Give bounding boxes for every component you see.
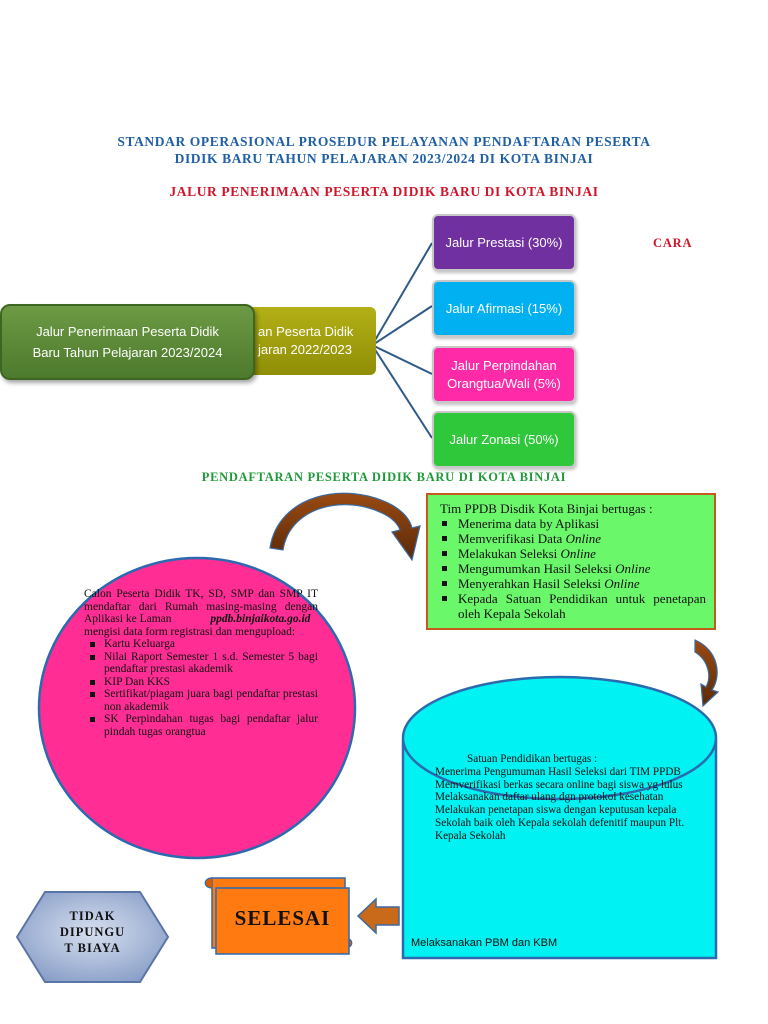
tim-ppdb-box: Tim PPDB Disdik Kota Binjai bertugas : M… — [426, 493, 716, 630]
route-perpindahan: Jalur Perpindahan Orangtua/Wali (5%) — [432, 346, 576, 403]
pendaftaran-title: PENDAFTARAN PESERTA DIDIK BARU DI KOTA B… — [201, 470, 567, 484]
jalur-section-title: JALUR PENERIMAAN PESERTA DIDIK BARU DI K… — [169, 184, 599, 199]
connector-perpindahan — [373, 345, 433, 375]
calon-url: ppdb.binjaikota.go.id — [210, 613, 311, 625]
tim-item: Menyerahkan Hasil Seleksi Online — [436, 576, 706, 591]
tim-item: Memverifikasi Data Online — [436, 531, 706, 546]
calon-item: Kartu Keluarga — [84, 638, 318, 651]
satuan-text: Satuan Pendidikan bertugas : Menerima Pe… — [435, 753, 707, 843]
jalur-2022-line-1: an Peserta Didik — [258, 324, 354, 339]
satuan-list: Menerima Pengumuman Hasil Seleksi dari T… — [435, 766, 707, 843]
page-title-line-1: STANDAR OPERASIONAL PROSEDUR PELAYANAN P… — [117, 134, 651, 149]
curve-arrow-icon — [694, 639, 720, 708]
satuan-heading: Satuan Pendidikan bertugas : — [467, 753, 598, 765]
connector-prestasi — [373, 242, 433, 343]
calon-intro-2: mengisi data form registrasi dan mengupl… — [84, 625, 296, 638]
tim-item: Mengumumkan Hasil Seleksi Online — [436, 561, 706, 576]
calon-item: SK Perpindahan tugas bagi pendaftar jalu… — [84, 713, 318, 738]
calon-item: Sertifikat/piagam juara bagi pendaftar p… — [84, 688, 318, 713]
connector-afirmasi — [373, 305, 433, 345]
jalur-main-box: Jalur Penerimaan Peserta Didik Baru Tahu… — [0, 304, 255, 380]
tim-item: Menerima data by Aplikasi — [436, 516, 706, 531]
route-prestasi-label: Jalur Prestasi (30%) — [445, 234, 563, 250]
tidak-line-2: DIPUNGU — [59, 925, 126, 939]
route-afirmasi-label: Jalur Afirmasi (15%) — [445, 300, 563, 316]
calon-list: Kartu Keluarga Nilai Raport Semester 1 s… — [84, 638, 318, 738]
route-zonasi: Jalur Zonasi (50%) — [432, 411, 576, 468]
satuan-item: Melakukan penetapan siswa dengan keputus… — [435, 804, 685, 842]
satuan-item: Menerima Pengumuman Hasil Seleksi dari T… — [435, 765, 681, 778]
tidak-line-3: T BIAYA — [64, 941, 121, 955]
satuan-footer: Melaksanakan PBM dan KBM — [411, 937, 558, 949]
connector-zonasi — [373, 347, 433, 439]
jalur-main-line-2: Baru Tahun Pelajaran 2023/2024 — [32, 344, 223, 360]
jalur-2022-line-2: jaran 2022/2023 — [258, 342, 352, 357]
tim-ppdb-list: Menerima data by Aplikasi Memverifikasi … — [436, 516, 706, 621]
calon-item: KIP Dan KKS — [84, 676, 318, 689]
route-afirmasi: Jalur Afirmasi (15%) — [432, 280, 576, 337]
page-title-line-2: DIDIK BARU TAHUN PELAJARAN 2023/2024 DI … — [174, 151, 594, 166]
route-zonasi-label: Jalur Zonasi (50%) — [449, 431, 559, 447]
jalur-main-line-1: Jalur Penerimaan Peserta Didik — [36, 323, 219, 339]
calon-item: Nilai Raport Semester 1 s.d. Semester 5 … — [84, 651, 318, 676]
route-perpindahan-label: Jalur Perpindahan Orangtua/Wali (5%) — [447, 357, 561, 391]
route-prestasi: Jalur Prestasi (30%) — [432, 214, 576, 271]
satuan-item: Memverifikasi berkas secara online bagi … — [435, 778, 683, 791]
calon-text: Calon Peserta Didik TK, SD, SMP dan SMP … — [84, 588, 318, 738]
tim-ppdb-heading: Tim PPDB Disdik Kota Binjai bertugas : — [440, 501, 653, 516]
selesai-label: SELESAI — [234, 905, 331, 930]
satuan-item: Melaksanakan daftar ulang dgn protokol k… — [435, 791, 664, 804]
tim-item: Melakukan Seleksi Online — [436, 546, 706, 561]
arch-arrow-icon — [269, 492, 421, 562]
tidak-line-1: TIDAK — [69, 909, 116, 923]
left-arrow-icon — [356, 897, 400, 935]
tim-item: Kepada Satuan Pendidikan untuk penetapan… — [436, 591, 706, 621]
tidak-dipungut-text: TIDAK DIPUNGU T BIAYA — [17, 908, 168, 956]
cara-label: CARA — [653, 236, 693, 250]
calon-intro: Calon Peserta Didik TK, SD, SMP dan SMP … — [84, 588, 318, 625]
